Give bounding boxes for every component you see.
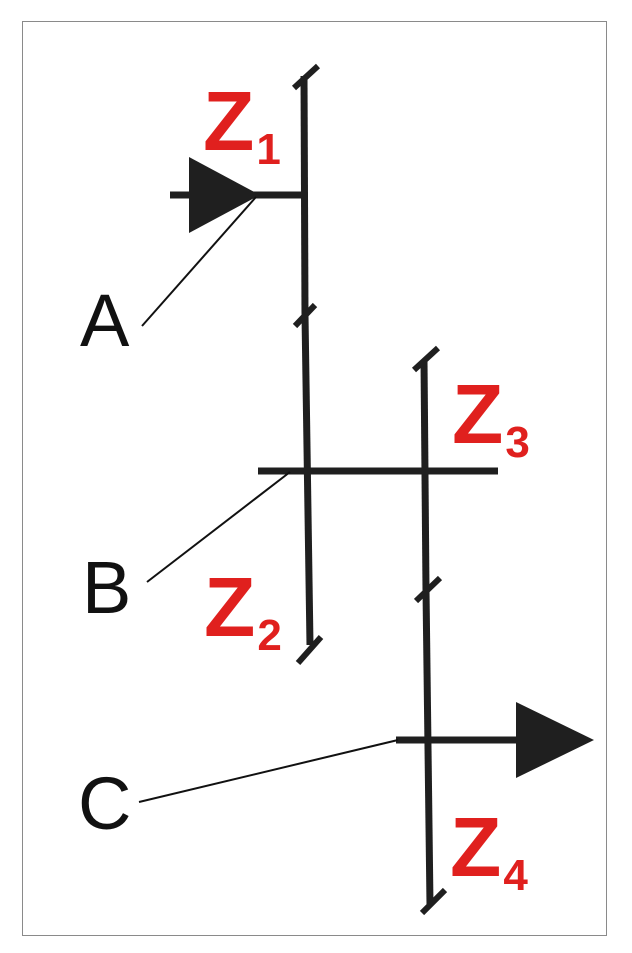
gear-z3-line (420, 359, 430, 591)
leader-line-a (141, 196, 257, 327)
gear-z4-line (422, 589, 434, 906)
leader-line-c (138, 739, 399, 803)
leader-line-b (146, 471, 291, 583)
gear-z2-bottom-tick (295, 635, 324, 665)
gear-z1-line (300, 75, 309, 316)
diagram-frame (22, 21, 607, 936)
shaft-c-arrow-icon (516, 702, 594, 778)
gear-label-z3: Z3 (452, 367, 530, 467)
gear-z3-z4-divider-tick (413, 575, 443, 604)
gear-z3-top-tick (411, 345, 441, 373)
shaft-a-arrow-icon (189, 157, 260, 233)
gear-label-z1: Z1 (203, 74, 281, 174)
shaft-label-c: C (78, 762, 131, 845)
gear-z2-line (301, 314, 314, 646)
gear-z1-top-tick (291, 63, 321, 91)
shaft-label-a: A (80, 279, 130, 362)
gear-label-z4: Z4 (450, 800, 528, 900)
gear-label-z2: Z2 (204, 560, 282, 660)
gear-z4-bottom-tick (419, 887, 448, 916)
gear-z1-z2-divider-tick (292, 302, 318, 329)
shaft-label-b: B (82, 546, 131, 629)
